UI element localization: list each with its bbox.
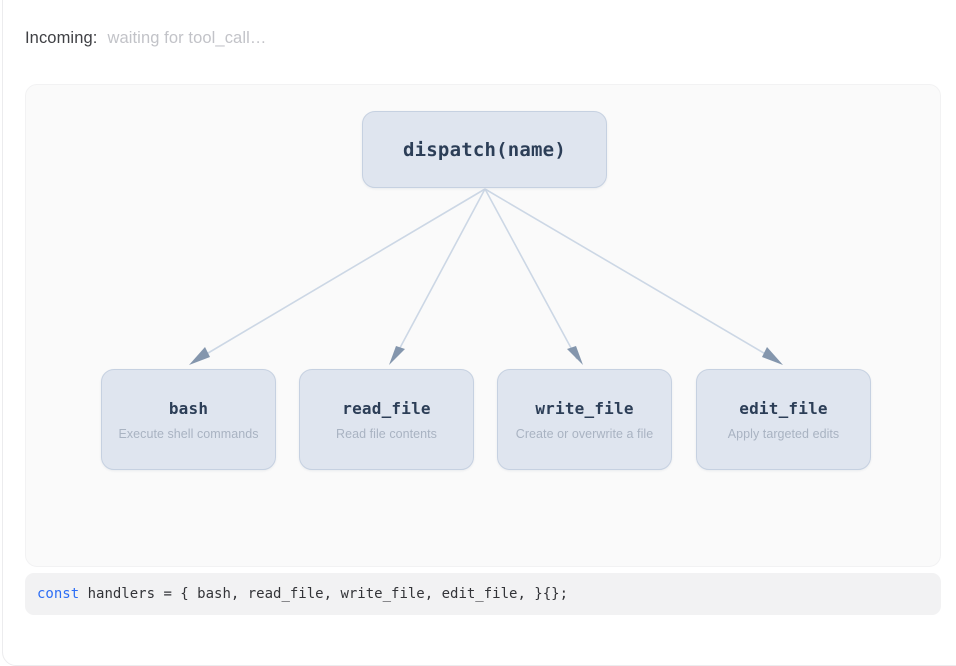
node-write-file-title: write_file xyxy=(535,398,634,418)
node-dispatch-title: dispatch(name) xyxy=(403,138,566,161)
edge-to-write-file xyxy=(484,188,578,360)
incoming-label: Incoming: xyxy=(25,29,98,47)
edge-to-bash xyxy=(197,188,486,360)
node-read-file-title: read_file xyxy=(342,398,431,418)
edge-layer xyxy=(189,188,783,365)
node-bash[interactable]: bash Execute shell commands xyxy=(101,369,276,470)
code-snippet-line: const handlers = { bash, read_file, writ… xyxy=(37,586,568,602)
node-write-file[interactable]: write_file Create or overwrite a file xyxy=(497,369,672,470)
node-read-file[interactable]: read_file Read file contents xyxy=(299,369,474,470)
incoming-header: Incoming: waiting for tool_call… xyxy=(25,29,266,48)
edge-to-read-file xyxy=(393,188,486,360)
node-dispatch[interactable]: dispatch(name) xyxy=(362,111,607,188)
code-rest: handlers = { bash, read_file, write_file… xyxy=(79,586,569,602)
edge-to-edit-file xyxy=(484,188,775,360)
node-edit-file-subtitle: Apply targeted edits xyxy=(727,426,840,441)
arrowhead-write-file xyxy=(567,346,583,365)
arrowhead-edit-file xyxy=(762,347,783,365)
node-edit-file-title: edit_file xyxy=(739,398,828,418)
code-snippet-bar: const handlers = { bash, read_file, writ… xyxy=(25,573,941,615)
dispatch-diagram-panel: dispatch(name) bash Execute shell comman… xyxy=(25,84,941,567)
node-write-file-subtitle: Create or overwrite a file xyxy=(515,426,654,441)
code-keyword: const xyxy=(37,586,80,602)
incoming-status-text: waiting for tool_call… xyxy=(107,29,267,47)
node-bash-subtitle: Execute shell commands xyxy=(118,426,259,441)
node-edit-file[interactable]: edit_file Apply targeted edits xyxy=(696,369,871,470)
node-bash-title: bash xyxy=(168,398,209,418)
node-read-file-subtitle: Read file contents xyxy=(336,426,437,441)
arrowhead-bash xyxy=(189,347,210,365)
arrowhead-read-file xyxy=(389,346,405,365)
